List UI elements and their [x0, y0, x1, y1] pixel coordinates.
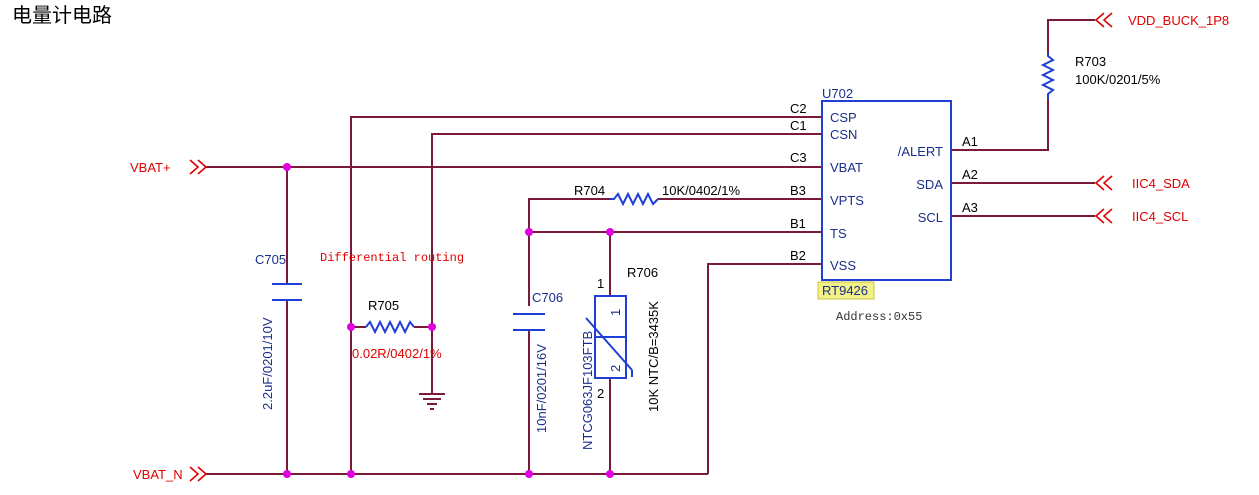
junction-dot [347, 323, 355, 331]
differential-routing-note: Differential routing [320, 251, 464, 265]
capacitor-c706: C706 10nF/0201/16V [513, 290, 563, 433]
wires [206, 19, 1095, 475]
r705-value: 0.02R/0402/1% [352, 346, 442, 361]
ic-address: Address:0x55 [836, 310, 922, 324]
port-sda: IIC4_SDA [1094, 175, 1190, 191]
c706-ref: C706 [532, 290, 563, 305]
r706-ref: R706 [627, 265, 658, 280]
pin-num: C2 [790, 101, 807, 116]
resistor-r705: R705 0.02R/0402/1% [352, 298, 442, 361]
r704-ref: R704 [574, 183, 605, 198]
pin-name: /ALERT [898, 144, 943, 159]
port-scl: IIC4_SCL [1094, 208, 1188, 224]
pin-num: B3 [790, 183, 806, 198]
c705-ref: C705 [255, 252, 286, 267]
port-label-sda: IIC4_SDA [1132, 176, 1190, 191]
r703-value: 100K/0201/5% [1075, 72, 1161, 87]
pin-name: TS [830, 226, 847, 241]
ic-body [821, 100, 952, 281]
junctions [283, 163, 614, 478]
port-vbat-n: VBAT_N [133, 466, 208, 482]
junction-dot [428, 323, 436, 331]
junction-dot [525, 470, 533, 478]
r706-pin2-inner: 2 [608, 365, 623, 372]
r706-part: NTCG063JF103FTB [580, 331, 595, 450]
r703-ref: R703 [1075, 54, 1106, 69]
pin-name: VSS [830, 258, 856, 273]
port-label-vdd: VDD_BUCK_1P8 [1128, 13, 1229, 28]
port-vdd: VDD_BUCK_1P8 [1094, 12, 1229, 28]
ic-part-highlight [817, 281, 875, 300]
r706-pin1-inner: 1 [608, 309, 623, 316]
wire-vss [707, 263, 822, 474]
ic-part: RT9426 [822, 283, 868, 298]
r705-ref: R705 [368, 298, 399, 313]
c706-value: 10nF/0201/16V [534, 344, 549, 433]
resistor-r704: R704 10K/0402/1% [574, 183, 741, 207]
port-vbat-plus: VBAT+ [130, 159, 208, 175]
pin-num: B1 [790, 216, 806, 231]
pin-num: C1 [790, 118, 807, 133]
junction-dot [347, 470, 355, 478]
port-label-scl: IIC4_SCL [1132, 209, 1188, 224]
pin-num: A1 [962, 134, 978, 149]
pin-name: CSP [830, 110, 857, 125]
wire-vpts-left [528, 198, 610, 306]
junction-dot [525, 228, 533, 236]
ground-symbol [419, 393, 445, 410]
pin-name: VBAT [830, 160, 863, 175]
junction-dot [283, 470, 291, 478]
pin-name: SCL [918, 210, 943, 225]
wire-csn [431, 133, 822, 394]
pin-name: CSN [830, 127, 857, 142]
pin-num: B2 [790, 248, 806, 263]
r706-pin1-outer: 1 [597, 276, 604, 291]
pin-num: A3 [962, 200, 978, 215]
port-label-vbat-plus: VBAT+ [130, 160, 171, 175]
junction-dot [606, 228, 614, 236]
resistor-r703: R703 100K/0201/5% [1040, 52, 1161, 100]
thermistor-r706: R706 1 2 1 2 NTCG063JF103FTB 10K NTC/B=3… [580, 265, 661, 450]
wire-vdd [1047, 19, 1095, 52]
pin-name: VPTS [830, 193, 864, 208]
junction-dot [283, 163, 291, 171]
c705-value: 2.2uF/0201/10V [260, 317, 275, 410]
schematic-title: 电量计电路 [12, 3, 112, 27]
pin-num: A2 [962, 167, 978, 182]
wire-alert [952, 100, 1049, 151]
junction-dot [606, 470, 614, 478]
pin-name: SDA [916, 177, 943, 192]
ic-ref: U702 [822, 86, 853, 101]
r704-value: 10K/0402/1% [662, 183, 741, 198]
r706-value: 10K NTC/B=3435K [646, 301, 661, 412]
port-label-vbat-n: VBAT_N [133, 467, 183, 482]
ic-u702: U702 RT9426 Address:0x55 C2 C1 C3 B3 B1 … [790, 86, 978, 324]
capacitor-c705: C705 2.2uF/0201/10V [255, 252, 302, 410]
r706-pin2-outer: 2 [597, 386, 604, 401]
wire-csp [350, 116, 822, 474]
pin-num: C3 [790, 150, 807, 165]
